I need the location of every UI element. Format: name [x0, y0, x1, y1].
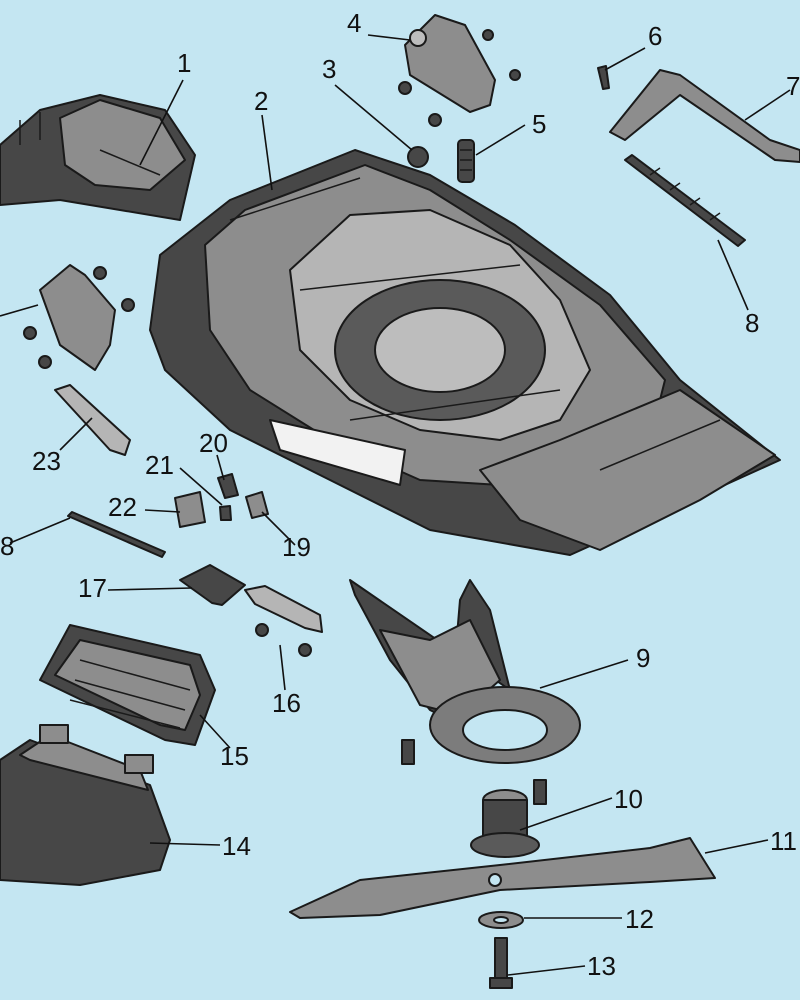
part-inner-housing [349, 579, 581, 805]
callout-13: 13 [587, 951, 616, 981]
callout-21: 21 [145, 450, 174, 480]
callout-7: 7 [786, 71, 800, 101]
callout-labels: 1 2 3 4 5 6 7 8 8 9 10 11 12 13 14 15 16… [0, 8, 800, 981]
callout-17: 17 [78, 573, 107, 603]
callout-20: 20 [199, 428, 228, 458]
part-pin [597, 65, 610, 90]
part-bracket-bar [244, 585, 323, 657]
part-spring [457, 139, 475, 183]
part-catcher-base [0, 724, 171, 886]
callout-1: 1 [177, 48, 191, 78]
part-rear-deflector [0, 94, 196, 221]
part-rod [609, 69, 800, 163]
part-comb-strip [54, 384, 131, 456]
callout-12: 12 [625, 904, 654, 934]
callout-3: 3 [322, 54, 336, 84]
part-side-bracket [23, 264, 135, 371]
callout-19: 19 [282, 532, 311, 562]
callout-11: 11 [770, 826, 797, 856]
leader-lines [0, 34, 791, 976]
callout-5: 5 [532, 109, 546, 139]
callout-4: 4 [347, 8, 361, 38]
callout-15: 15 [220, 741, 249, 771]
part-blade-adapter [470, 789, 540, 858]
callout-14: 14 [222, 831, 251, 861]
part-washer [478, 911, 524, 929]
part-bolt [489, 937, 513, 989]
callout-8-left: 8 [0, 531, 14, 561]
callout-10: 10 [614, 784, 643, 814]
callout-9: 9 [636, 643, 650, 673]
part-axle-rod [67, 511, 166, 558]
callout-22: 22 [108, 492, 137, 522]
part-tension-spring [624, 154, 746, 247]
part-grille-cover [39, 624, 216, 746]
callout-23: 23 [32, 446, 61, 476]
part-lever [179, 564, 246, 606]
callout-6: 6 [648, 21, 662, 51]
part-clip-set [174, 473, 269, 528]
part-deck-housing [149, 149, 781, 556]
callout-16: 16 [272, 688, 301, 718]
callout-8-right: 8 [745, 308, 759, 338]
callout-2: 2 [254, 86, 268, 116]
part-hinge-bracket [404, 14, 521, 113]
part-nut-set [398, 81, 442, 168]
part-blade [289, 837, 716, 919]
